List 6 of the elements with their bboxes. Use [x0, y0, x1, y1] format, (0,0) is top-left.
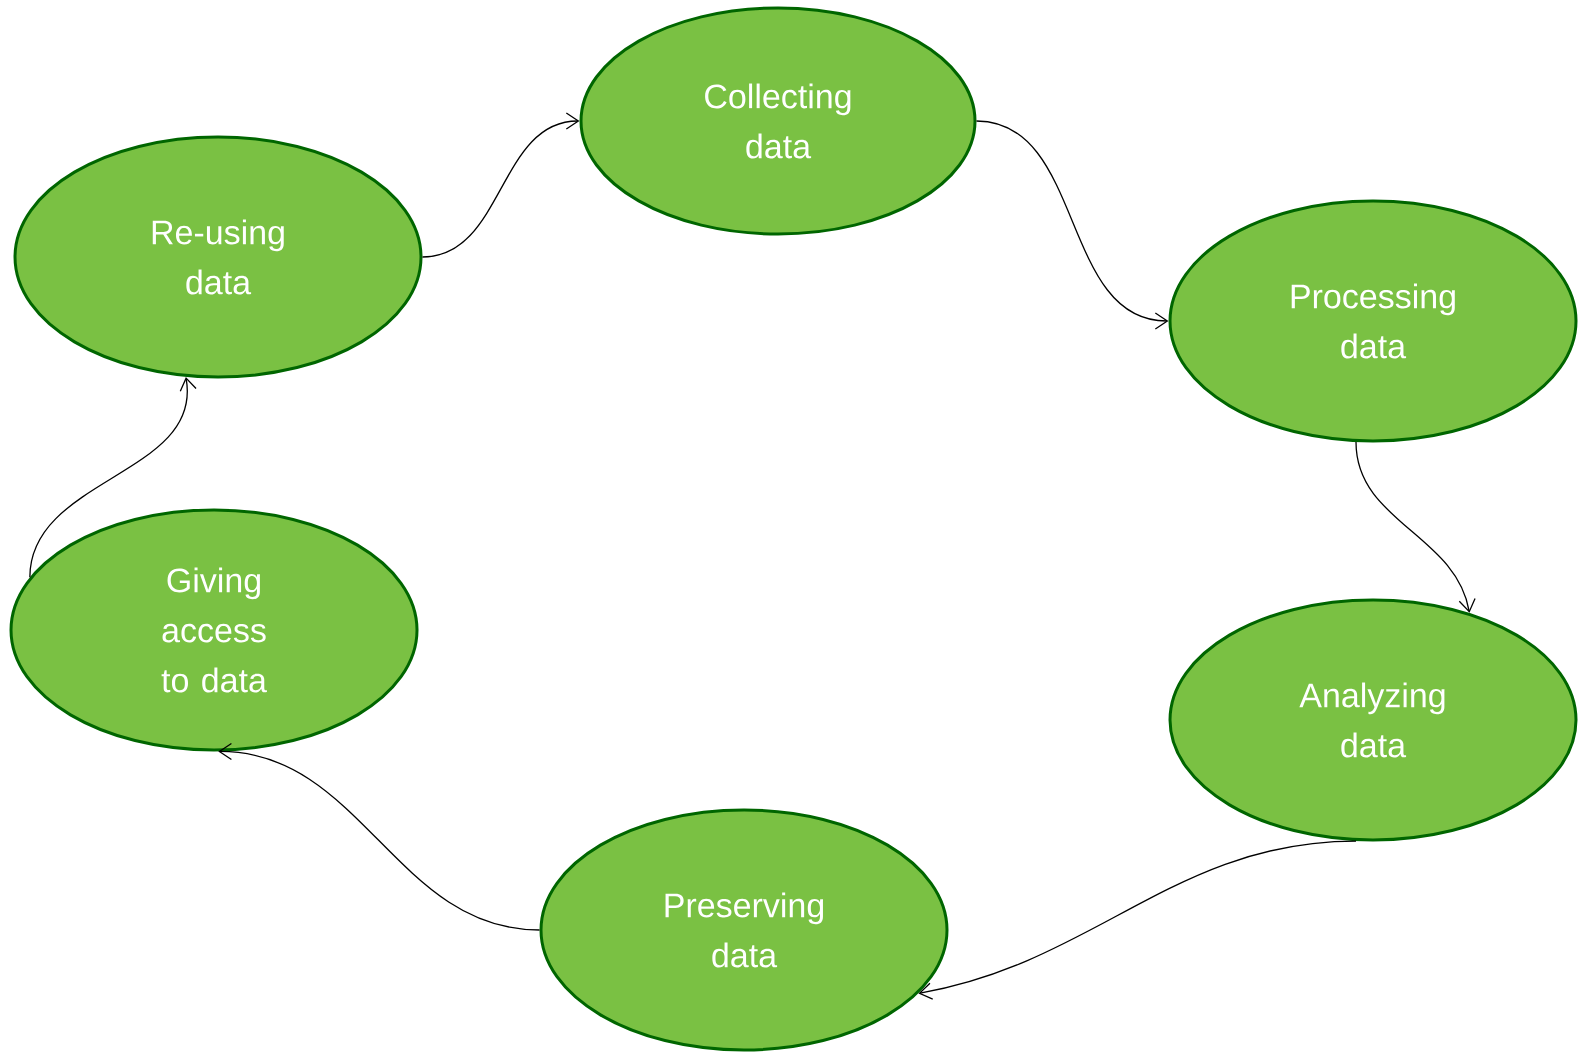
arrow [421, 112, 580, 258]
arrow [975, 120, 1169, 330]
arrow [218, 742, 541, 931]
arrow [918, 840, 1357, 1000]
arrow [1355, 441, 1476, 613]
arrow [29, 377, 197, 578]
